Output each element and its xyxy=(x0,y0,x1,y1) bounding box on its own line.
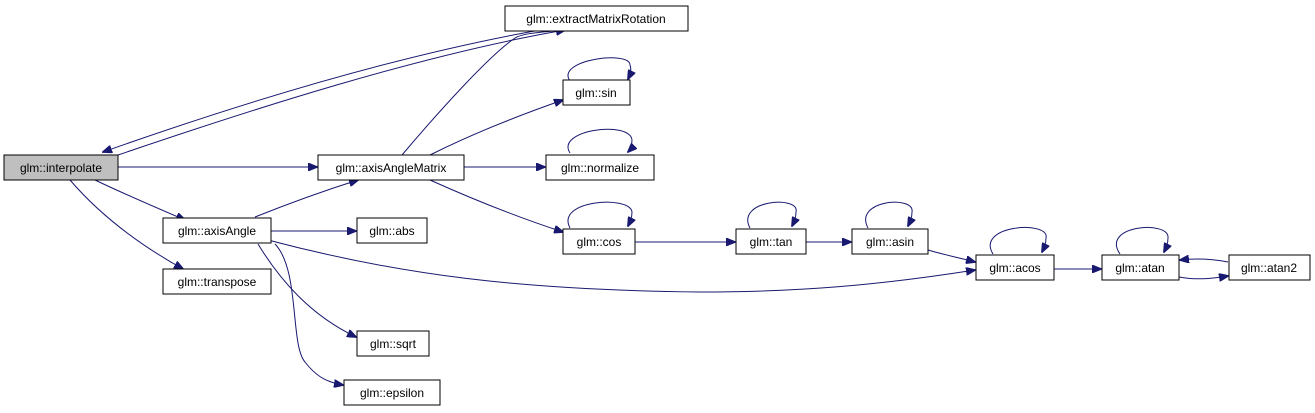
edge-atan-self-loop xyxy=(1116,227,1168,255)
node-epsilon[interactable]: glm::epsilon xyxy=(343,379,441,406)
node-abs-label: glm::abs xyxy=(369,224,414,238)
edge-axisanglematrix-to-cos xyxy=(429,179,563,232)
node-extractmatrixrotation[interactable]: glm::extractMatrixRotation xyxy=(504,5,689,32)
node-interpolate[interactable]: glm::interpolate xyxy=(3,154,119,181)
edge-axisanglematrix-to-sin xyxy=(429,100,563,156)
edge-axisangle-to-epsilon xyxy=(274,243,343,385)
node-atan-label: glm::atan xyxy=(1115,261,1164,275)
node-sqrt[interactable]: glm::sqrt xyxy=(356,330,430,357)
edge-acos-self-loop xyxy=(989,227,1046,255)
edges xyxy=(69,29,1229,385)
node-asin[interactable]: glm::asin xyxy=(851,228,929,255)
node-tan-label: glm::tan xyxy=(750,235,793,249)
node-axisangle-label: glm::axisAngle xyxy=(178,224,256,238)
edge-axisangle-to-axisanglematrix xyxy=(254,180,358,218)
node-atan2[interactable]: glm::atan2 xyxy=(1228,254,1311,281)
node-sin-label: glm::sin xyxy=(575,86,616,100)
node-extractmatrixrotation-label: glm::extractMatrixRotation xyxy=(526,12,665,26)
edge-asin-self-loop xyxy=(865,201,912,229)
node-sqrt-label: glm::sqrt xyxy=(370,337,417,351)
edge-axisangle-to-acos xyxy=(267,239,975,293)
edge-interpolate-to-transpose xyxy=(69,179,183,269)
node-transpose-label: glm::transpose xyxy=(178,275,257,289)
edge-atan2-to-atan xyxy=(1180,259,1229,262)
edge-interpolate-to-extractmatrixrotation xyxy=(117,30,565,156)
edge-sin-self-loop xyxy=(567,57,631,82)
node-sin[interactable]: glm::sin xyxy=(562,79,631,106)
node-asin-label: glm::asin xyxy=(866,235,914,249)
edge-atan-to-atan2 xyxy=(1178,276,1228,279)
node-acos[interactable]: glm::acos xyxy=(975,254,1055,281)
edge-asin-to-acos xyxy=(927,249,975,262)
node-interpolate-label: glm::interpolate xyxy=(20,161,102,175)
node-acos-label: glm::acos xyxy=(989,261,1040,275)
edge-interpolate-to-axisangle xyxy=(94,179,185,220)
edge-extractmatrixrotation-to-interpolate xyxy=(103,29,541,152)
node-normalize-label: glm::normalize xyxy=(561,161,639,175)
node-axisanglematrix[interactable]: glm::axisAngleMatrix xyxy=(317,154,465,181)
node-axisangle[interactable]: glm::axisAngle xyxy=(162,217,272,244)
node-abs[interactable]: glm::abs xyxy=(356,217,428,244)
node-normalize[interactable]: glm::normalize xyxy=(545,154,655,181)
node-transpose[interactable]: glm::transpose xyxy=(162,268,272,295)
edge-axisanglematrix-to-extractmatrixrotation xyxy=(401,29,563,156)
node-atan[interactable]: glm::atan xyxy=(1101,254,1180,281)
node-cos[interactable]: glm::cos xyxy=(562,228,636,255)
node-epsilon-label: glm::epsilon xyxy=(360,386,424,400)
node-axisanglematrix-label: glm::axisAngleMatrix xyxy=(336,161,447,175)
node-tan[interactable]: glm::tan xyxy=(735,228,807,255)
node-cos-label: glm::cos xyxy=(577,235,622,249)
nodes: glm::interpolate glm::extractMatrixRotat… xyxy=(3,5,1311,406)
edge-axisangle-to-sqrt xyxy=(257,243,356,337)
node-atan2-label: glm::atan2 xyxy=(1241,261,1297,275)
edge-tan-self-loop xyxy=(747,201,796,229)
edge-cos-self-loop xyxy=(567,201,632,229)
edge-normalize-self-loop xyxy=(567,128,632,153)
